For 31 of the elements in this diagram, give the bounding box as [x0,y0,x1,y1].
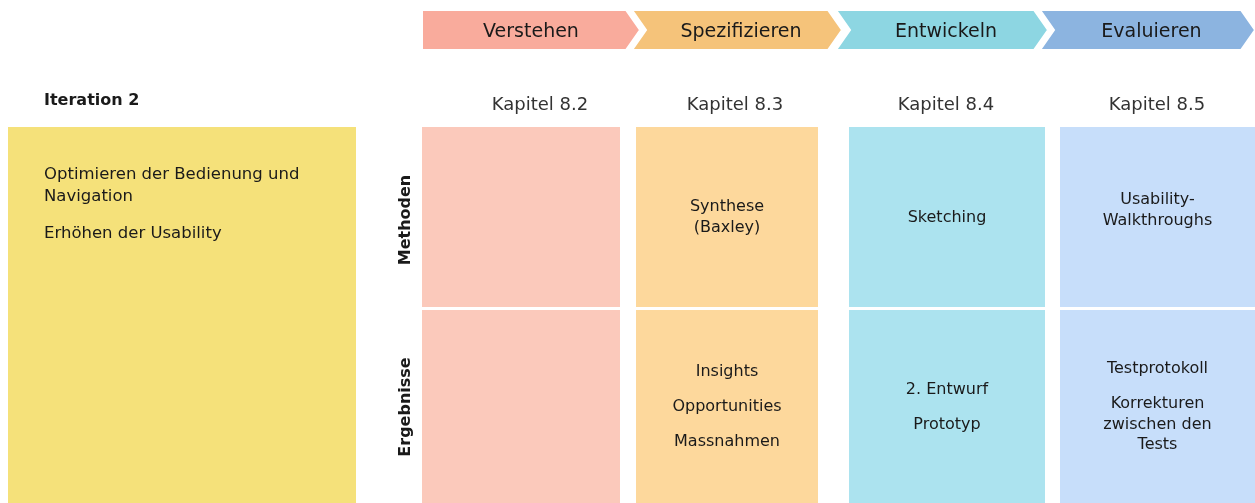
method-cell [1060,310,1255,503]
phase-label: Spezifizieren [679,19,802,41]
goal-text: Optimieren der Bedienung und Navigation [44,163,301,208]
method-cell [849,127,1045,307]
method-cell [849,310,1045,503]
result-text: Massnahmen [674,430,780,452]
chapter-label: Kapitel 8.2 [491,92,589,114]
result-text: Opportunities [672,396,782,417]
result-text: Korrekturen zwischen den Tests [1102,392,1213,456]
row-label: Ergebnisse [394,357,414,457]
result-text: 2. Entwurf [905,378,989,400]
empty-cell [422,310,620,503]
chapter-label: Kapitel 8.4 [897,92,995,114]
method-cell [636,310,818,503]
method-text: Synthese (Baxley) [688,196,766,238]
goal-text: Erhöhen der Usability [44,221,223,244]
method-text: Usability-Walkthroughs [1101,189,1214,231]
method-cell [636,127,818,307]
result-text: Prototyp [913,413,981,435]
phase-label: Evaluieren [1100,19,1202,41]
row-label: Methoden [394,174,414,266]
iteration-heading: Iteration 2 [44,90,140,109]
result-text: Insights [695,361,759,383]
phase-label: Verstehen [483,19,579,41]
method-text: Sketching [907,206,987,228]
chapter-label: Kapitel 8.5 [1108,92,1206,114]
phase-label: Entwickeln [893,19,998,41]
method-cell [1060,127,1255,307]
empty-cell [422,127,620,307]
chapter-label: Kapitel 8.3 [686,92,784,114]
result-text: Testprotokoll [1106,357,1209,379]
